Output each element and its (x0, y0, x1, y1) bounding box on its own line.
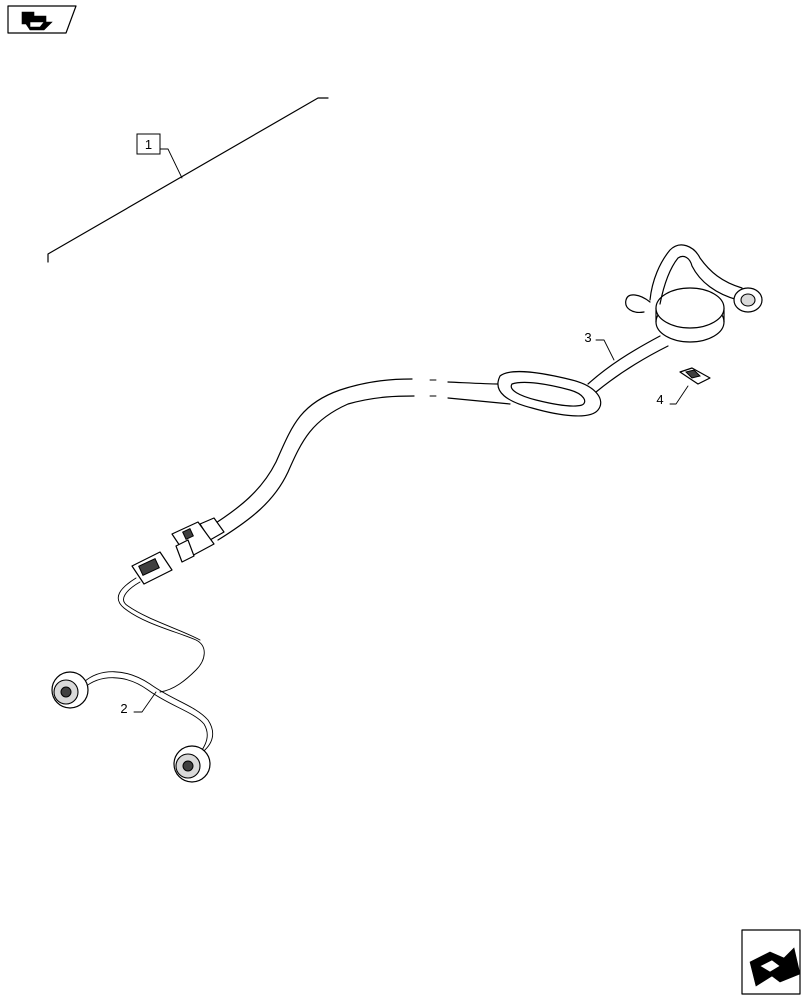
next-page-icon[interactable] (741, 929, 801, 995)
callout-4-label: 4 (656, 392, 663, 407)
main-harness-item-3 (171, 244, 763, 563)
callout-2-label: 2 (120, 701, 127, 716)
callout-1-label: 1 (145, 137, 152, 152)
callout-3-label: 3 (584, 330, 591, 345)
previous-page-icon[interactable] (7, 5, 77, 34)
callout-4[interactable]: 4 (656, 385, 689, 407)
callout-2[interactable]: 2 (120, 691, 157, 716)
assembly-line-item-1 (47, 97, 329, 263)
callout-1[interactable]: 1 (136, 133, 161, 155)
callout-3[interactable]: 3 (584, 330, 615, 361)
sub-harness-item-2 (51, 551, 214, 783)
small-part-item-4 (679, 367, 711, 385)
